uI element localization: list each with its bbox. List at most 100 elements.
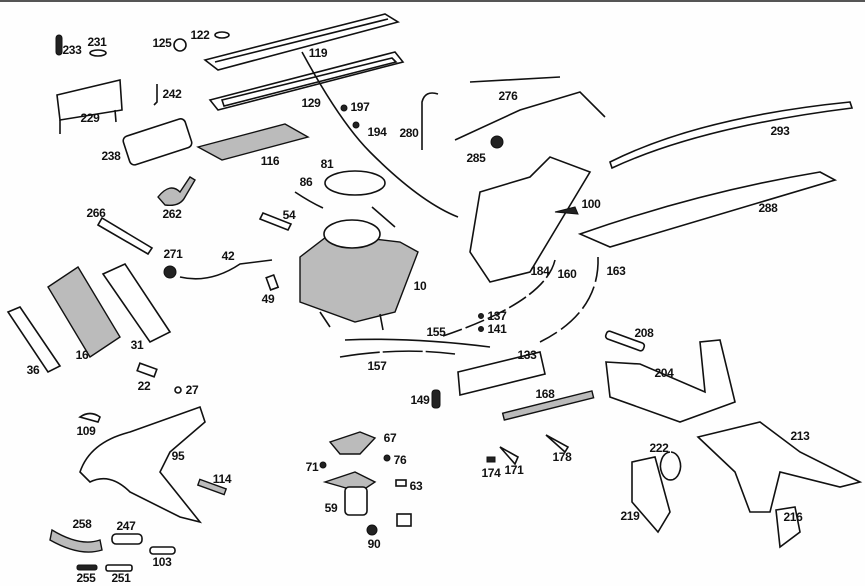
- label-229: 229: [80, 111, 100, 125]
- part-100: [554, 206, 579, 215]
- label-242: 242: [162, 87, 182, 101]
- label-133: 133: [517, 348, 537, 362]
- label-81: 81: [320, 157, 334, 171]
- label-213: 213: [790, 429, 810, 443]
- label-247: 247: [116, 519, 136, 533]
- label-129: 129: [301, 96, 321, 110]
- part-137: [478, 313, 484, 319]
- part-174: [486, 456, 496, 463]
- part-276: [454, 76, 606, 141]
- part-125: [173, 38, 187, 52]
- label-54: 54: [282, 208, 296, 222]
- part-255: [76, 564, 98, 571]
- label-216: 216: [783, 510, 803, 524]
- label-116: 116: [260, 154, 280, 168]
- part-81: [324, 170, 386, 196]
- label-233: 233: [62, 43, 82, 57]
- part-293: [609, 101, 854, 170]
- label-137: 137: [487, 309, 507, 323]
- part-90: [366, 524, 378, 536]
- part-86: [294, 191, 324, 209]
- label-90: 90: [367, 537, 381, 551]
- part-258: [49, 528, 103, 553]
- part-109: [78, 412, 101, 423]
- part-251: [105, 564, 133, 572]
- label-122: 122: [190, 28, 210, 42]
- part-216: [775, 506, 801, 549]
- label-271: 271: [163, 247, 183, 261]
- label-103: 103: [152, 555, 172, 569]
- label-258: 258: [72, 517, 92, 531]
- label-171: 171: [504, 463, 524, 477]
- label-285: 285: [466, 151, 486, 165]
- part-103: [149, 546, 176, 555]
- label-125: 125: [152, 36, 172, 50]
- part-163: [539, 256, 599, 343]
- part-122: [214, 31, 230, 39]
- label-293: 293: [770, 124, 790, 138]
- label-119: 119: [308, 46, 328, 60]
- part-219: [631, 456, 671, 534]
- label-222: 222: [649, 441, 669, 455]
- part-42: [179, 259, 273, 280]
- label-231: 231: [87, 35, 107, 49]
- part-271: [163, 265, 177, 279]
- label-27: 27: [185, 383, 199, 397]
- label-208: 208: [634, 326, 654, 340]
- part-194: [352, 121, 360, 129]
- label-86: 86: [299, 175, 313, 189]
- part-204: [605, 339, 736, 423]
- label-168: 168: [535, 387, 555, 401]
- label-76: 76: [393, 453, 407, 467]
- part-242: [153, 84, 158, 106]
- part-133: [457, 351, 546, 397]
- part-231: [89, 49, 107, 57]
- label-59: 59: [324, 501, 338, 515]
- part-116: [196, 123, 310, 161]
- label-149: 149: [410, 393, 430, 407]
- part-36: [6, 306, 62, 374]
- label-163: 163: [606, 264, 626, 278]
- part-280: [421, 92, 439, 150]
- part-157: [339, 350, 456, 358]
- label-219: 219: [620, 509, 640, 523]
- part-155: [344, 338, 491, 348]
- part-22: [136, 362, 158, 378]
- label-197: 197: [350, 100, 370, 114]
- label-157: 157: [367, 359, 387, 373]
- label-238: 238: [101, 149, 121, 163]
- label-71: 71: [305, 460, 319, 474]
- part-76: [383, 454, 391, 462]
- part-266: [96, 216, 154, 256]
- part-160: [439, 259, 556, 338]
- part-67: [328, 431, 377, 455]
- part-233: [55, 34, 63, 56]
- part-114: [196, 478, 228, 496]
- label-178: 178: [552, 450, 572, 464]
- part-285: [490, 135, 504, 149]
- label-194: 194: [367, 125, 387, 139]
- part-247: [111, 533, 143, 545]
- part-184: [469, 156, 592, 283]
- part-63: [395, 479, 407, 487]
- part-71: [319, 461, 327, 469]
- part-27: [174, 386, 182, 394]
- part-149: [431, 389, 441, 409]
- part-288: [577, 171, 838, 248]
- part-238: [122, 118, 193, 166]
- label-184: 184: [530, 264, 550, 278]
- part-222: [659, 451, 682, 481]
- label-63: 63: [409, 479, 423, 493]
- label-109: 109: [76, 424, 96, 438]
- label-36: 36: [26, 363, 40, 377]
- part-95: [79, 405, 206, 524]
- part-262: [157, 176, 196, 207]
- label-155: 155: [426, 325, 446, 339]
- label-22: 22: [137, 379, 151, 393]
- part-208: [604, 330, 646, 352]
- part-213: [696, 421, 863, 513]
- label-16: 16: [75, 348, 89, 362]
- label-100: 100: [581, 197, 601, 211]
- label-31: 31: [130, 338, 144, 352]
